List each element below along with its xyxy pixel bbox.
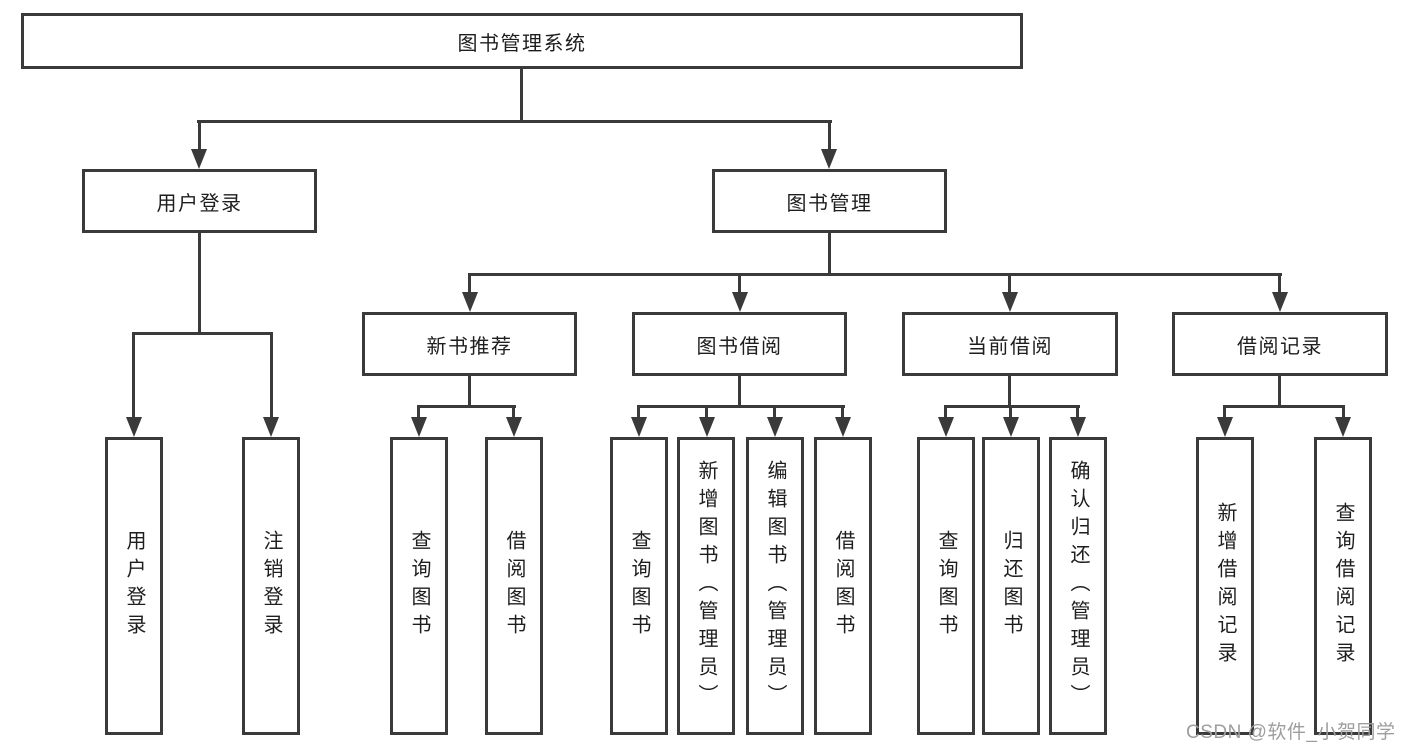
watermark: CSDN @软件_小贺同学 <box>1186 722 1396 743</box>
connector-line <box>841 405 844 421</box>
leaf-label: 注销登录 <box>260 530 282 642</box>
leaf-label: 新增图书（管理员） <box>695 460 717 712</box>
leaf-node-return-books: 归还图书 <box>982 437 1040 735</box>
node-new-book-recommendation-label: 新书推荐 <box>426 335 513 358</box>
connector-line <box>738 376 741 408</box>
leaf-node-query-books-borrowing: 查询图书 <box>610 437 668 735</box>
connector-line <box>1223 405 1226 421</box>
leaf-label: 借阅图书 <box>503 530 525 642</box>
leaf-label: 查询图书 <box>628 530 650 642</box>
node-book-borrowing: 图书借阅 <box>632 312 847 376</box>
arrowhead-icon <box>411 417 427 437</box>
leaf-label: 查询图书 <box>935 530 957 642</box>
connector-line <box>132 332 273 335</box>
connector-line <box>132 332 135 419</box>
arrowhead-icon <box>1002 292 1018 312</box>
arrowhead-icon <box>506 417 522 437</box>
arrowhead-icon <box>938 417 954 437</box>
leaf-node-user-login: 用户登录 <box>105 437 163 735</box>
connector-line <box>828 120 831 151</box>
connector-line <box>1008 273 1011 295</box>
connector-line <box>773 405 776 421</box>
connector-line <box>1278 273 1281 295</box>
arrowhead-icon <box>191 149 207 169</box>
node-borrowing-records-label: 借阅记录 <box>1237 335 1323 358</box>
node-user-login: 用户登录 <box>82 169 317 233</box>
arrowhead-icon <box>1003 417 1019 437</box>
node-root-label: 图书管理系统 <box>457 32 587 55</box>
connector-line <box>738 273 741 295</box>
connector-line <box>1223 405 1345 408</box>
connector-line <box>1342 405 1345 421</box>
connector-line <box>198 233 201 335</box>
arrowhead-icon <box>699 417 715 437</box>
arrowhead-icon <box>1335 417 1351 437</box>
connector-line <box>198 120 201 151</box>
node-book-management-label: 图书管理 <box>786 192 873 215</box>
connector-line <box>197 120 832 123</box>
leaf-label: 用户登录 <box>123 530 145 642</box>
node-user-login-label: 用户登录 <box>156 192 243 215</box>
connector-line <box>468 376 471 408</box>
node-root: 图书管理系统 <box>21 13 1023 69</box>
arrowhead-icon <box>835 417 851 437</box>
leaf-node-add-books-admin: 新增图书（管理员） <box>677 437 735 735</box>
connector-line <box>944 405 1080 408</box>
leaf-node-borrow-books-recommend: 借阅图书 <box>485 437 543 735</box>
leaf-node-logout: 注销登录 <box>242 437 300 735</box>
arrowhead-icon <box>1217 417 1233 437</box>
leaf-node-add-borrow-record: 新增借阅记录 <box>1196 437 1254 735</box>
connector-line <box>828 233 831 276</box>
connector-line <box>1076 405 1079 421</box>
arrowhead-icon <box>767 417 783 437</box>
arrowhead-icon <box>263 417 279 437</box>
leaf-label: 新增借阅记录 <box>1214 502 1236 670</box>
leaf-node-borrow-books: 借阅图书 <box>814 437 872 735</box>
leaf-label: 借阅图书 <box>832 530 854 642</box>
node-borrowing-records: 借阅记录 <box>1172 312 1388 376</box>
connector-line <box>637 405 640 421</box>
leaf-label: 归还图书 <box>1000 530 1022 642</box>
connector-line <box>705 405 708 421</box>
arrowhead-icon <box>1272 292 1288 312</box>
connector-line <box>417 405 420 421</box>
connector-line <box>468 273 1282 276</box>
node-book-borrowing-label: 图书借阅 <box>696 335 783 358</box>
leaf-label: 编辑图书（管理员） <box>764 460 786 712</box>
leaf-label: 查询借阅记录 <box>1332 502 1354 670</box>
connector-line <box>417 405 516 408</box>
connector-line <box>520 69 523 122</box>
connector-line <box>270 332 273 419</box>
connector-line <box>512 405 515 421</box>
connector-line <box>1008 376 1011 408</box>
node-current-borrowing: 当前借阅 <box>902 312 1118 376</box>
connector-line <box>1009 405 1012 421</box>
arrowhead-icon <box>821 149 837 169</box>
leaf-label: 查询图书 <box>408 530 430 642</box>
leaf-node-confirm-return-admin: 确认归还（管理员） <box>1049 437 1107 735</box>
arrowhead-icon <box>1070 417 1086 437</box>
leaf-node-query-books-recommend: 查询图书 <box>390 437 448 735</box>
connector-line <box>468 273 471 295</box>
arrowhead-icon <box>462 292 478 312</box>
leaf-node-edit-books-admin: 编辑图书（管理员） <box>746 437 804 735</box>
connector-line <box>944 405 947 421</box>
node-book-management: 图书管理 <box>712 169 947 233</box>
leaf-label: 确认归还（管理员） <box>1067 460 1089 712</box>
arrowhead-icon <box>631 417 647 437</box>
arrowhead-icon <box>126 417 142 437</box>
arrowhead-icon <box>732 292 748 312</box>
node-current-borrowing-label: 当前借阅 <box>967 335 1053 358</box>
leaf-node-query-books-current: 查询图书 <box>917 437 975 735</box>
node-new-book-recommendation: 新书推荐 <box>362 312 577 376</box>
leaf-node-query-borrow-record: 查询借阅记录 <box>1314 437 1372 735</box>
connector-line <box>637 405 845 408</box>
connector-line <box>1278 376 1281 408</box>
